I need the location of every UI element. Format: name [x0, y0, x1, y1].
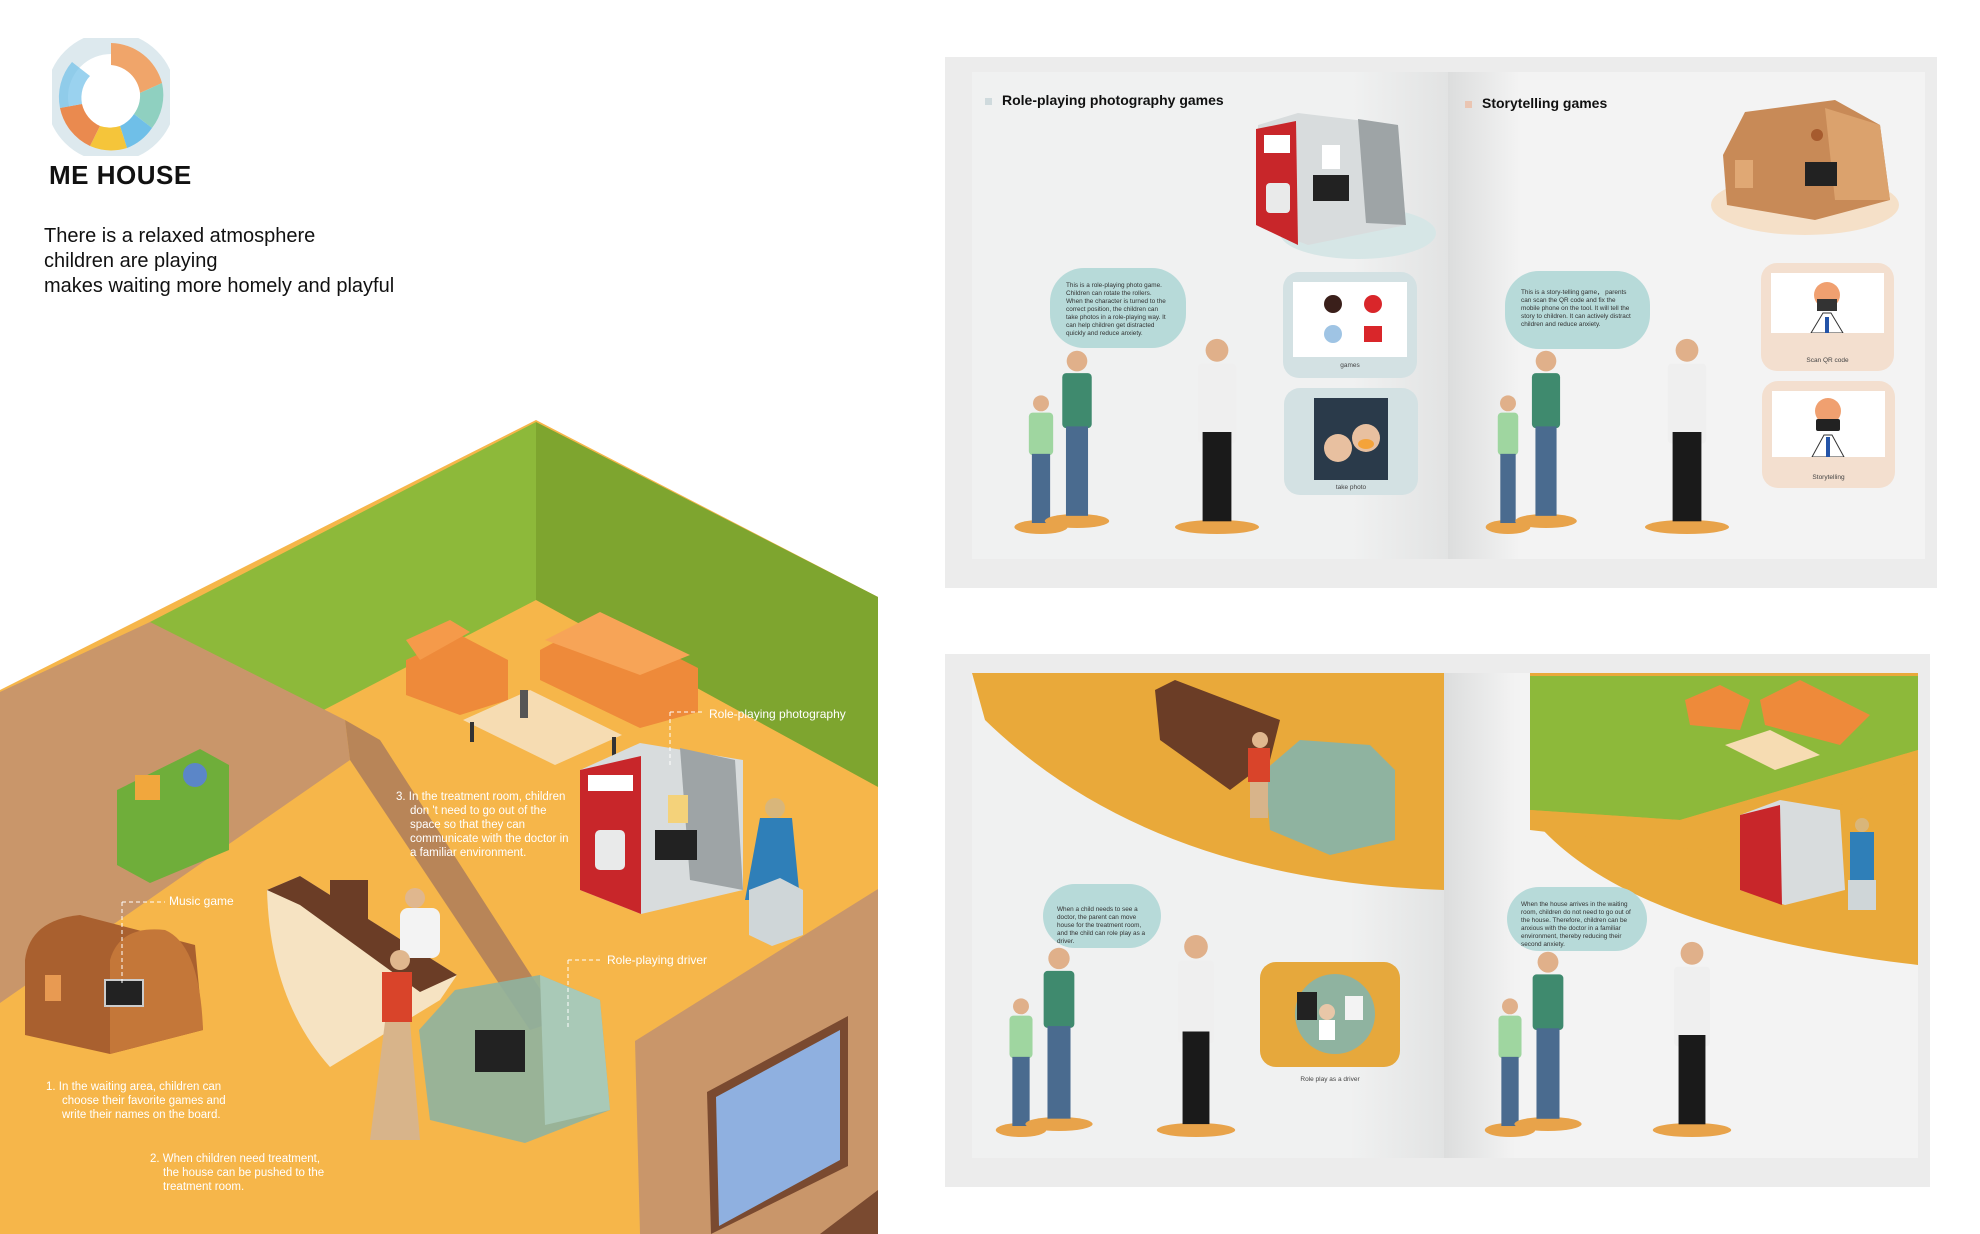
tagline-line: makes waiting more homely and playful [44, 275, 395, 297]
storytelling-image [1772, 391, 1885, 458]
toy-shelf [117, 749, 229, 883]
label-role-playing-photography: Role-playing photography [709, 707, 846, 721]
children-photo [1314, 398, 1388, 480]
stool [749, 878, 803, 946]
coffee-table [463, 690, 622, 765]
note-line: treatment room. [163, 1181, 245, 1193]
cartoon-doctor-camera-icon [1810, 282, 1844, 334]
tagline-line: children are playing [44, 250, 218, 272]
section-title-photography: Role-playing photography games [985, 92, 1224, 108]
label-music-game: Music game [169, 894, 234, 908]
card-caption: Scan QR code [1806, 357, 1849, 364]
card-caption: take photo [1335, 484, 1367, 491]
child-driver-photo [1295, 974, 1375, 1054]
note-line: space so that they can [410, 819, 526, 831]
note-line: don 't need to go out of the [410, 805, 547, 817]
speech-bubble-waiting-room: When the house arrives in the waiting ro… [1507, 887, 1647, 951]
back-wall-right [536, 422, 878, 787]
character-rollers-icon [1324, 295, 1382, 343]
card-caption: Storytelling [1812, 474, 1845, 481]
logo-house-green [134, 83, 164, 128]
logo-house-red [60, 104, 100, 146]
bullet-square [985, 97, 992, 105]
tagline-line: There is a relaxed atmosphere [44, 225, 316, 247]
note-treatment: 2. When children need treatment, the hou… [150, 1152, 324, 1194]
dark-floor [820, 1190, 878, 1234]
storytelling-booth-illustration [1711, 100, 1899, 235]
music-booth [25, 915, 203, 1054]
card-caption: games [1340, 362, 1360, 369]
card-role-play-driver [1260, 962, 1400, 1067]
note-line: 1. In the waiting area, children can [46, 1081, 222, 1093]
leader-line [567, 959, 603, 1030]
bullet-square [1465, 100, 1472, 108]
note-line: choose their favorite games and [62, 1095, 226, 1107]
sofa [540, 612, 698, 728]
speech-bubble-photography: This is a role-playing photo game. Child… [1050, 268, 1186, 348]
note-treatment-room: 3. In the treatment room, children don '… [396, 790, 569, 860]
card-games: games [1283, 272, 1417, 378]
games-image [1293, 282, 1407, 357]
note-line: write their names on the board. [62, 1109, 221, 1121]
seated-mother [745, 798, 800, 900]
note-line: the house can be pushed to the [163, 1167, 325, 1179]
note-line: 2. When children need treatment, [150, 1153, 321, 1165]
cartoon-doctor-phone-icon [1811, 398, 1845, 458]
bus-booth [580, 743, 743, 914]
logo-house-yellow [90, 126, 127, 151]
note-line: 3. In the treatment room, children [396, 791, 566, 803]
logo-house-blue [120, 114, 152, 148]
bus-booth-illustration [1256, 113, 1436, 259]
label-role-playing-driver: Role-playing driver [607, 953, 707, 967]
isometric-clinic-scene: Role-playing photography Music game Role… [0, 420, 878, 1234]
speech-bubble-storytelling: This is a story-telling game， parents ca… [1505, 271, 1650, 349]
note-line: communicate with the doctor in [410, 833, 569, 845]
leader-line [121, 901, 165, 985]
section-title-storytelling: Storytelling games [1465, 95, 1607, 111]
window [716, 1030, 840, 1226]
card-storytelling: Storytelling [1762, 381, 1895, 488]
partition-wall [345, 720, 560, 1030]
card-caption: Role play as a driver [1300, 1076, 1360, 1083]
section-title-text: Storytelling games [1482, 95, 1608, 111]
card-scan-qr: Scan QR code [1761, 263, 1894, 371]
woman-pushing [370, 950, 420, 1140]
loveseat [406, 620, 508, 715]
driver-house-booth [419, 975, 610, 1143]
note-line: a familiar environment. [410, 847, 527, 859]
scan-qr-image [1771, 273, 1884, 334]
logo-house-orange [111, 43, 162, 93]
brand-title: ME HOUSE [49, 160, 192, 190]
tagline: There is a relaxed atmosphere children a… [44, 224, 394, 299]
children-photo-icon [1324, 424, 1380, 462]
leader-line [669, 711, 705, 768]
speech-bubble-driver: When a child needs to see a doctor, the … [1043, 884, 1161, 948]
card-take-photo: take photo [1284, 388, 1418, 495]
note-waiting-area: 1. In the waiting area, children can cho… [46, 1080, 226, 1122]
logo-house-sky [58, 62, 90, 108]
doctor-at-desk [400, 888, 440, 958]
section-title-text: Role-playing photography games [1002, 92, 1224, 108]
me-house-logo [52, 38, 170, 156]
